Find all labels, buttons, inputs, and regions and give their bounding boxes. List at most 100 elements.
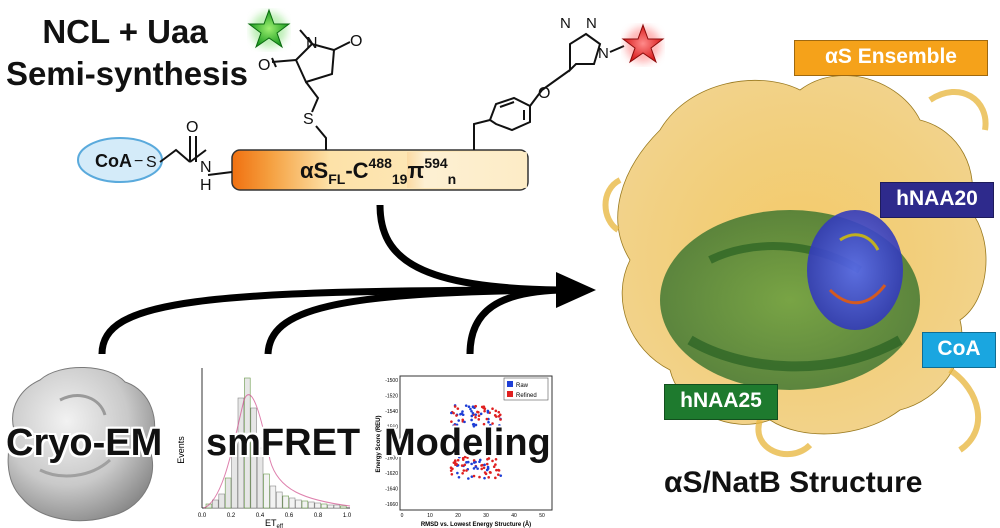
scatter-point — [450, 411, 453, 415]
scatter-point — [463, 420, 466, 424]
scatter-point — [477, 414, 481, 418]
coa-text: CoA — [95, 151, 132, 171]
amide-n: N — [200, 159, 212, 176]
coa-s: S — [146, 154, 157, 171]
scatter-point — [474, 465, 478, 469]
scatter-point — [489, 423, 492, 427]
scatter-point — [492, 465, 496, 469]
coa-dash: − — [134, 153, 143, 170]
scatter-point — [498, 424, 501, 427]
histogram-bar — [205, 503, 213, 509]
legend-raw-label: Raw — [516, 383, 529, 389]
modeling-xtick-label: 50 — [539, 513, 545, 519]
scatter-point — [471, 411, 475, 415]
scatter-point — [494, 409, 498, 413]
histogram-bar — [340, 505, 347, 509]
modeling-xtick-label: 40 — [511, 513, 517, 519]
legend-refined-swatch — [507, 391, 513, 397]
aryl-linker — [473, 32, 602, 150]
maleimide-n: N — [306, 35, 318, 52]
scatter-point — [467, 477, 470, 480]
scatter-point — [453, 405, 457, 408]
label-hnaa20: hNAA20 — [880, 182, 994, 218]
scatter-point — [463, 463, 467, 467]
histogram-bar — [314, 502, 321, 509]
scatter-point — [499, 474, 503, 477]
arrow-head — [556, 272, 596, 308]
smfret-bars — [205, 377, 347, 509]
scatter-point — [456, 458, 460, 462]
triazole-n3: N — [598, 45, 609, 62]
title-semi-synthesis: Semi-synthesis — [5, 55, 249, 92]
scatter-point — [481, 463, 484, 467]
modeling-legend — [503, 377, 549, 401]
scatter-point — [474, 405, 477, 408]
arrow-from-synthesis — [376, 204, 561, 294]
scatter-point — [483, 409, 486, 413]
histogram-bar — [327, 504, 334, 509]
scatter-point — [472, 459, 476, 462]
label-hnaa25: hNAA25 — [664, 384, 778, 420]
scatter-point — [470, 409, 473, 413]
scatter-point — [474, 416, 477, 419]
scatter-point — [461, 458, 465, 461]
scatter-point — [476, 467, 479, 470]
smfret-xlabel: ETeff — [265, 518, 283, 528]
arrow-from-smfret — [264, 286, 561, 355]
modeling-ytick-label: -1500 — [385, 378, 398, 384]
scatter-point — [449, 466, 453, 470]
scatter-point — [479, 412, 483, 416]
scatter-point — [456, 407, 460, 410]
label-coa: CoA — [922, 332, 996, 368]
scatter-point — [461, 471, 464, 475]
triazole-to-star-bond — [609, 45, 625, 53]
scatter-point — [470, 462, 473, 466]
method-smfret: smFRET — [206, 422, 361, 464]
linker-bonds — [159, 136, 233, 176]
maleimide-o1: O — [258, 57, 270, 74]
flow-arrows — [98, 204, 561, 355]
scatter-point — [491, 422, 494, 425]
histogram-bar — [256, 447, 264, 509]
histogram-bar — [212, 499, 219, 509]
scatter-point — [484, 472, 488, 476]
scatter-point — [482, 422, 486, 426]
scatter-point — [495, 468, 498, 472]
histogram-bar — [224, 477, 232, 509]
legend-refined-label: Refined — [516, 393, 537, 399]
modeling-yticks: -1500-1520-1540-1560-1580-1600-1620-1640… — [385, 378, 398, 508]
modeling-ytick-label: -1560 — [385, 425, 398, 431]
smfret-xtick-label: 0.8 — [314, 513, 323, 519]
modeling-ytick-label: -1580 — [385, 440, 398, 446]
scatter-point — [483, 407, 487, 411]
modeling-points — [449, 404, 503, 480]
histogram-bar — [269, 485, 277, 509]
scatter-point — [452, 411, 455, 415]
scatter-point — [477, 418, 481, 421]
scatter-point — [487, 457, 491, 460]
histogram-bar — [288, 497, 296, 509]
scatter-point — [476, 410, 479, 414]
scatter-point — [466, 456, 469, 459]
scatter-point — [457, 475, 461, 479]
smfret-xtick-label: 0.2 — [227, 513, 236, 519]
modeling-ytick-label: -1640 — [385, 487, 398, 493]
smfret-ylabel: Events — [176, 436, 186, 464]
scatter-point — [487, 420, 490, 424]
scatter-point — [471, 405, 475, 408]
scatter-point — [491, 459, 494, 463]
modeling-xlabel: RMSD vs. Lowest Energy Structure (Å) — [421, 521, 531, 528]
scatter-point — [457, 419, 461, 422]
maleimide-o2: O — [350, 33, 362, 50]
histogram-bar — [218, 493, 225, 509]
legend-raw-swatch — [507, 381, 513, 387]
scatter-point — [470, 418, 473, 422]
scatter-point — [485, 417, 489, 421]
histogram-bar — [301, 500, 309, 509]
thioether-s: S — [303, 111, 314, 128]
histogram-bar — [231, 437, 238, 509]
